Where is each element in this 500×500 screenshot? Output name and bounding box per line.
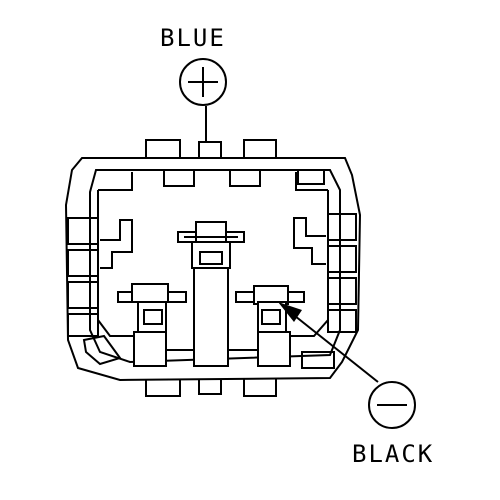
left-terminal	[117, 283, 187, 367]
black-wire-label: BLACK	[352, 440, 434, 468]
right-terminal	[235, 285, 305, 367]
center-post	[193, 267, 229, 367]
negative-terminal-icon	[368, 381, 416, 429]
negative-leader-arrow	[278, 302, 379, 383]
blue-wire-label: BLUE	[160, 24, 226, 52]
positive-terminal-icon	[179, 58, 227, 106]
